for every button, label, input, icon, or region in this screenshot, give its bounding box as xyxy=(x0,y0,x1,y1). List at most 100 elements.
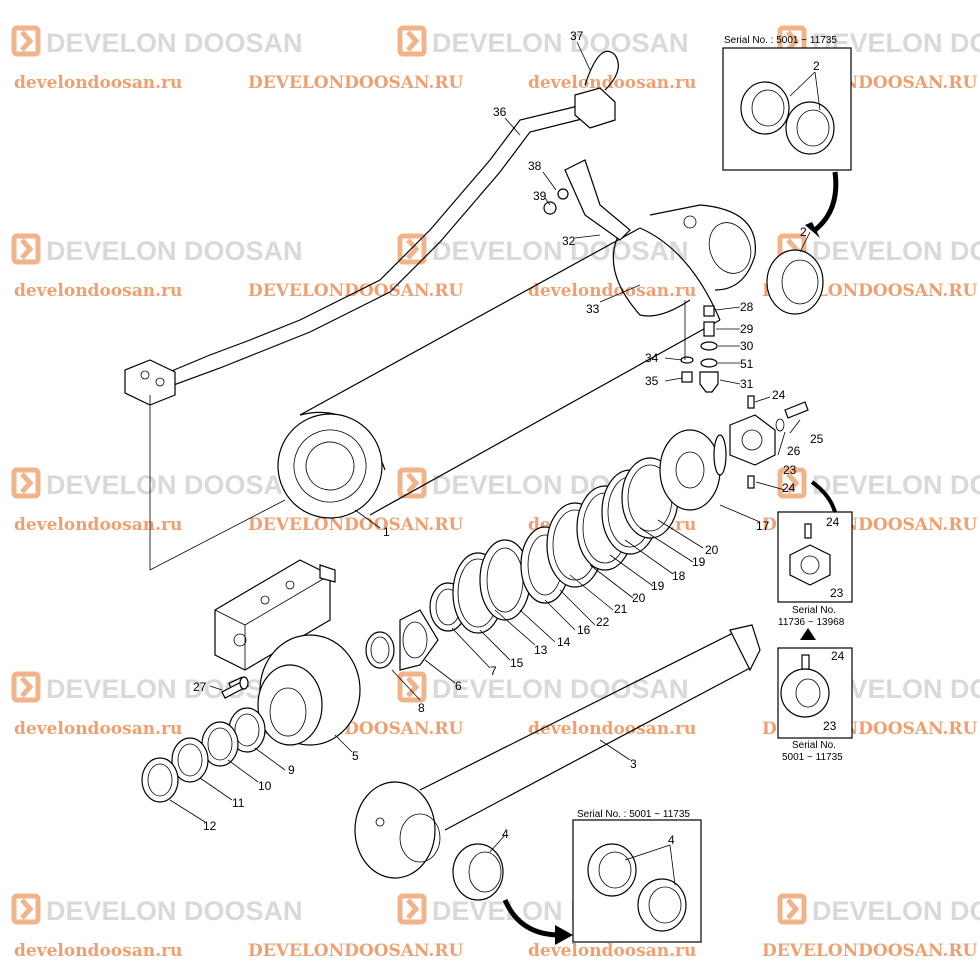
svg-text:DEVELON DOOSAN: DEVELON DOOSAN xyxy=(812,470,980,500)
part-label-14: 14 xyxy=(557,635,571,649)
part-label-15: 15 xyxy=(510,656,524,670)
clamp-plate xyxy=(543,159,631,241)
watermark-logo-r2c2: DEVELON DOOSAN xyxy=(397,233,689,266)
part-label-13: 13 xyxy=(534,643,548,657)
detail-box-bottom xyxy=(502,819,702,945)
piston-rod xyxy=(354,624,761,879)
watermark-url-r5c4: DEVELONDOOSAN.RU xyxy=(762,941,977,961)
watermark-logo-r2c1: DEVELON DOOSAN xyxy=(11,233,303,266)
part-label-3: 3 xyxy=(630,757,637,771)
part-label-20b: 20 xyxy=(632,591,646,605)
watermark-url-r1c1: develondoosan.ru xyxy=(14,73,182,93)
part-label-11: 11 xyxy=(232,796,245,810)
part-label-4: 4 xyxy=(502,827,509,841)
bushing-eye xyxy=(766,249,824,315)
piston-nut xyxy=(729,395,809,489)
part-label-36: 36 xyxy=(493,105,507,119)
part-label-10: 10 xyxy=(258,779,272,793)
part-label-2: 2 xyxy=(813,59,820,73)
part-label-51: 51 xyxy=(740,357,754,371)
serial-note-nut-a-title: Serial No. xyxy=(792,605,836,616)
part-label-16: 16 xyxy=(577,623,591,637)
watermark-url-r2c1: develondoosan.ru xyxy=(14,281,182,301)
part-label-20: 20 xyxy=(705,543,719,557)
watermark-logo-r1c2: DEVELON DOOSAN xyxy=(397,25,689,58)
serial-note-top-right: Serial No. : 5001 ~ 11735 xyxy=(724,35,837,46)
part-label-23b: 23 xyxy=(830,586,844,600)
watermark-url-r2c3: develondoosan.ru xyxy=(528,281,696,301)
part-label-18: 18 xyxy=(672,569,686,583)
rod-cover xyxy=(228,634,361,746)
valve-block xyxy=(214,559,336,671)
part-label-21: 21 xyxy=(614,602,628,616)
svg-text:DEVELON DOOSAN: DEVELON DOOSAN xyxy=(46,236,303,266)
bushing-rod xyxy=(452,843,504,901)
svg-text:DEVELON DOOSAN: DEVELON DOOSAN xyxy=(46,28,303,58)
part-label-17: 17 xyxy=(756,519,770,533)
part-label-33: 33 xyxy=(586,302,600,316)
part-label-39: 39 xyxy=(533,189,547,203)
serial-note-nut-b-title: Serial No. xyxy=(792,740,836,751)
part-label-8: 8 xyxy=(418,701,425,715)
part-label-6: 6 xyxy=(455,679,462,693)
part-label-29: 29 xyxy=(740,322,754,336)
watermark-url-r5c2: DEVELONDOOSAN.RU xyxy=(248,941,463,961)
part-label-37: 37 xyxy=(570,29,584,43)
part-label-4b: 4 xyxy=(668,833,675,847)
seal-rings-left xyxy=(141,707,266,803)
serial-note-nut-a-range: 11736 ~ 13968 xyxy=(778,617,845,628)
watermark-url-r5c3: develondoosan.ru xyxy=(528,941,696,961)
grease-fittings xyxy=(680,300,719,393)
part-label-9: 9 xyxy=(288,763,295,777)
watermark-url-r1c3: develondoosan.ru xyxy=(528,73,696,93)
part-label-19: 19 xyxy=(692,555,706,569)
part-label-19b: 19 xyxy=(651,579,665,593)
piston-seal-stack xyxy=(429,429,727,634)
part-labels: 1 2 2 3 4 4 5 6 7 8 9 10 11 12 13 14 15 … xyxy=(193,29,845,847)
cylinder-tube xyxy=(277,204,756,519)
pipe-assembly xyxy=(124,50,619,571)
part-label-24d: 24 xyxy=(831,649,845,663)
svg-text:DEVELON DOOSAN: DEVELON DOOSAN xyxy=(432,236,689,266)
part-label-7: 7 xyxy=(490,664,497,678)
part-label-24c: 24 xyxy=(826,515,840,529)
serial-note-bottom: Serial No. : 5001 ~ 11735 xyxy=(577,809,690,820)
bolt xyxy=(221,676,249,699)
detail-box-top-right xyxy=(722,47,852,238)
part-label-31: 31 xyxy=(740,377,754,391)
svg-text:DEVELON DOOSAN: DEVELON DOOSAN xyxy=(46,896,303,926)
part-label-22: 22 xyxy=(596,615,610,629)
watermark-url-r5c1: develondoosan.ru xyxy=(14,941,182,961)
watermark-url-r3c1: develondoosan.ru xyxy=(14,515,182,535)
watermark-logo-r4c2: DEVELON DOOSAN xyxy=(397,671,689,704)
svg-text:DEVELON DOOSAN: DEVELON DOOSAN xyxy=(46,470,303,500)
watermark-logo-r3c1: DEVELON DOOSAN xyxy=(11,467,303,500)
watermark-logo-r3c3: DEVELON DOOSAN xyxy=(777,467,980,500)
serial-note-nut-b-range: 5001 ~ 11735 xyxy=(782,752,843,763)
watermark-url-r4c1: develondoosan.ru xyxy=(14,719,182,739)
part-label-28: 28 xyxy=(740,300,754,314)
watermark-logo-r5c3: DEVELON DOOSAN xyxy=(777,893,980,926)
part-label-5: 5 xyxy=(352,749,359,763)
watermark-logo-r1c1: DEVELON DOOSAN xyxy=(11,25,303,58)
part-label-24b: 24 xyxy=(782,481,796,495)
svg-text:DEVELON DOOSAN: DEVELON DOOSAN xyxy=(812,896,980,926)
part-label-24: 24 xyxy=(772,388,786,402)
detail-box-nut-b xyxy=(777,628,853,739)
part-label-1: 1 xyxy=(383,525,390,539)
part-label-2b: 2 xyxy=(800,225,807,239)
part-label-35: 35 xyxy=(645,374,659,388)
part-label-38: 38 xyxy=(528,159,542,173)
watermark-url-r4c3: develondoosan.ru xyxy=(528,719,696,739)
watermark-url-r3c2: DEVELONDOOSAN.RU xyxy=(248,515,463,535)
part-label-23c: 23 xyxy=(823,719,837,733)
part-label-27: 27 xyxy=(193,680,207,694)
part-label-12: 12 xyxy=(203,819,217,833)
part-label-23: 23 xyxy=(783,463,797,477)
part-label-26: 26 xyxy=(787,444,801,458)
part-label-34: 34 xyxy=(645,351,659,365)
part-label-32: 32 xyxy=(562,234,576,248)
detail-box-nut-a xyxy=(777,480,853,603)
